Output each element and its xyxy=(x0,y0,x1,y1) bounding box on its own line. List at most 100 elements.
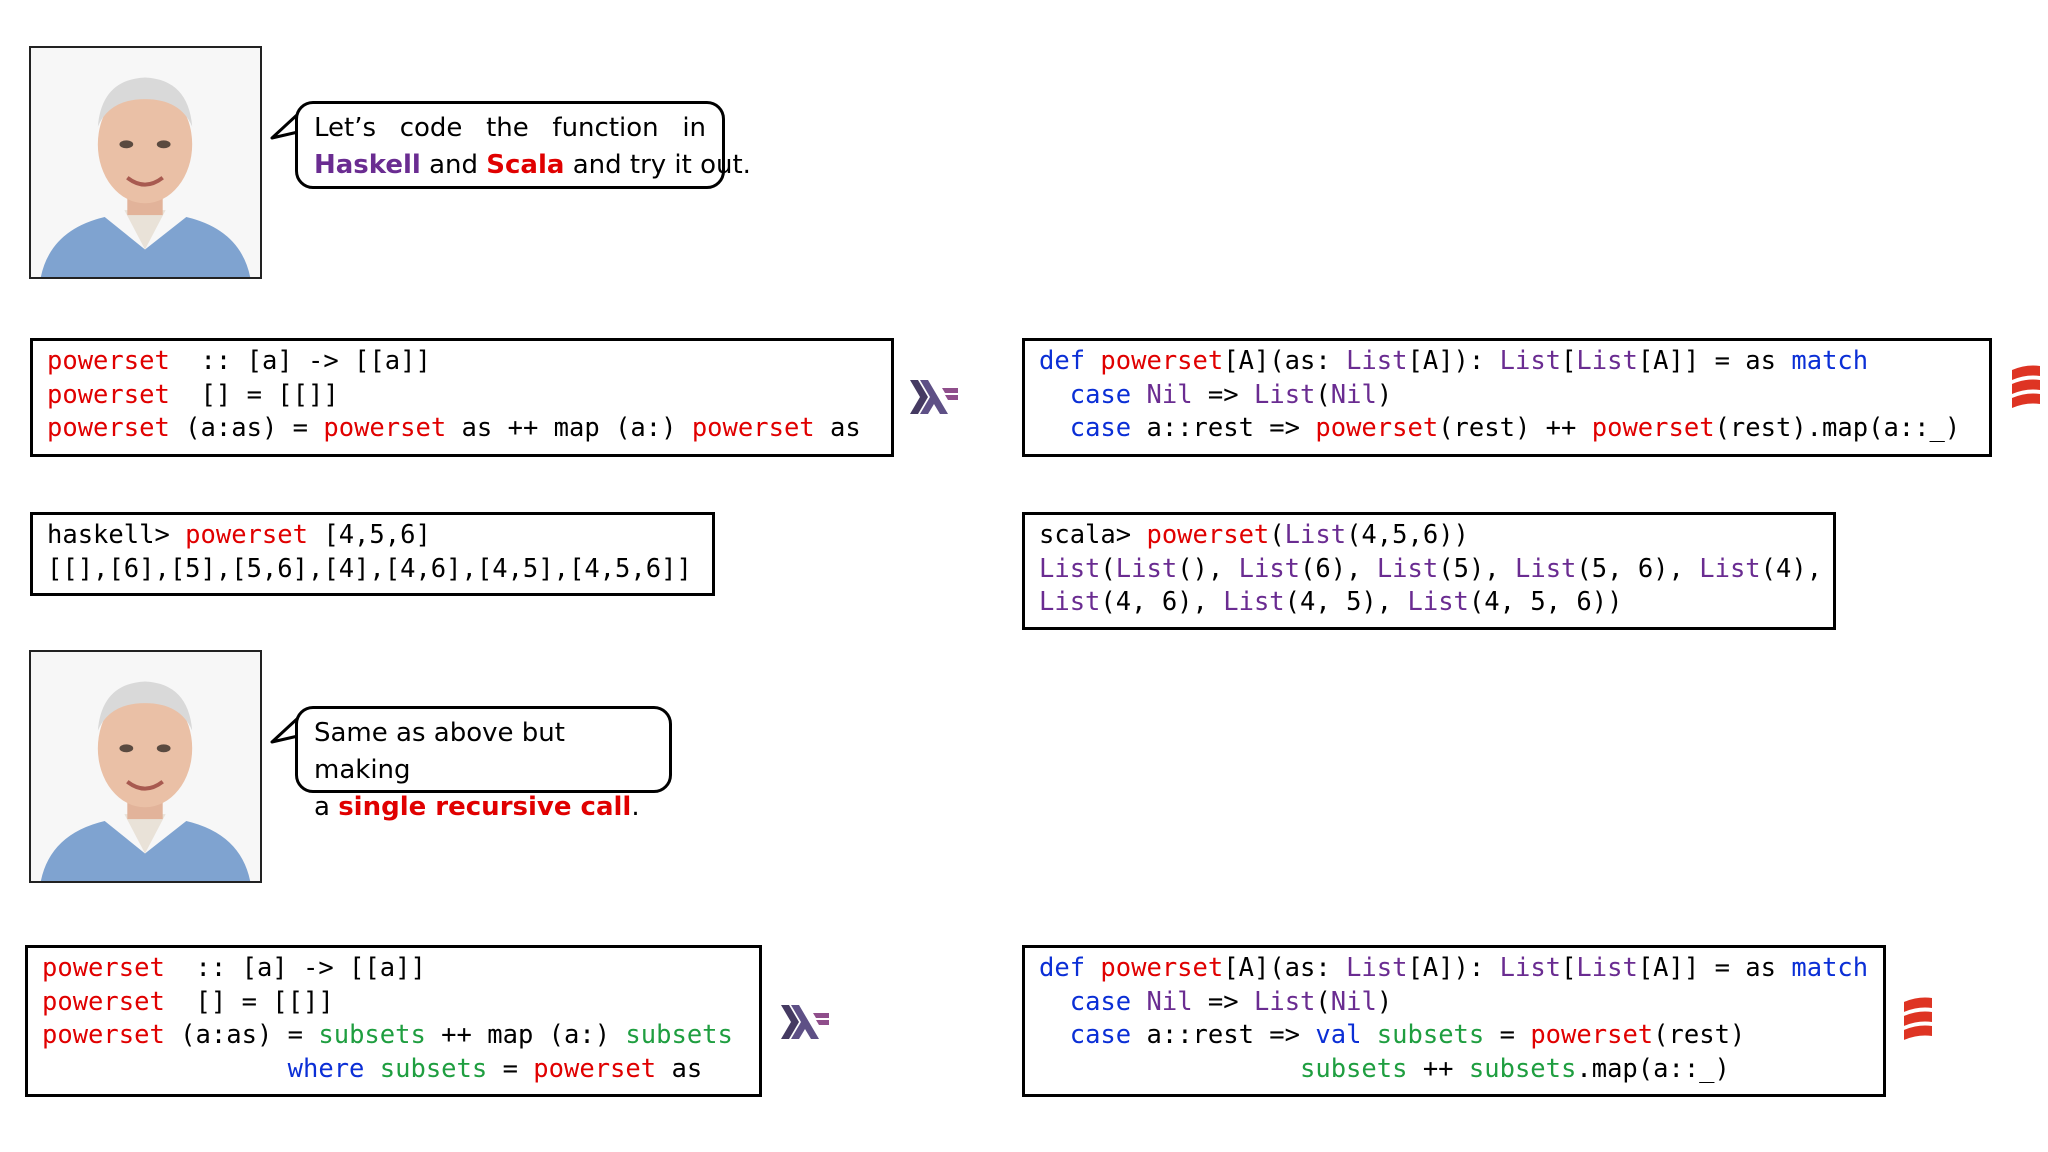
code-token: List xyxy=(1039,553,1101,584)
haskell-logo-icon xyxy=(910,380,958,414)
code-token: powerset xyxy=(1100,346,1224,376)
author-portrait-image xyxy=(31,652,260,881)
code-token: ( xyxy=(1100,553,1116,584)
code-line: case Nil => List(Nil) xyxy=(1039,986,1869,1020)
code-token: powerset xyxy=(1591,413,1715,443)
code-token: List xyxy=(1115,553,1178,584)
code-line: subsets ++ subsets.map(a::_) xyxy=(1039,1053,1869,1087)
code-token: powerset xyxy=(42,986,165,1017)
code-token: powerset xyxy=(42,953,165,983)
code-token: List xyxy=(1699,553,1761,584)
code-token: as xyxy=(656,1053,703,1084)
code-token xyxy=(364,1054,379,1084)
code-token: powerset xyxy=(47,346,170,376)
code-token: ) xyxy=(1376,379,1393,410)
code-token: (4, 5, 6)) xyxy=(1468,587,1623,617)
code-token: val xyxy=(1315,1020,1362,1050)
code-token: as ++ map (a:) xyxy=(446,413,692,443)
haskell-powerset-single-call: powerset :: [a] -> [[a]]powerset [] = [[… xyxy=(25,945,762,1097)
code-line: powerset [] = [[]] xyxy=(47,379,877,413)
code-token xyxy=(1131,987,1146,1017)
scala-powerset-single-call: def powerset[A](as: List[A]): List[List[… xyxy=(1022,945,1886,1097)
code-token: case xyxy=(1069,1020,1132,1050)
code-token: (4), xyxy=(1760,553,1823,584)
code-token xyxy=(1039,987,1070,1017)
code-token: scala> xyxy=(1039,520,1147,550)
code-token xyxy=(1039,380,1070,410)
scala-logo-icon xyxy=(1904,997,1932,1040)
code-token: [A]): xyxy=(1407,346,1500,376)
code-token: List xyxy=(1576,346,1638,376)
code-token: [4,5,6] xyxy=(308,520,431,550)
code-token: [A]): xyxy=(1407,953,1500,983)
scala-repl-session: scala> powerset(List(4,5,6))List(List(),… xyxy=(1022,512,1836,630)
code-token: powerset xyxy=(1146,520,1270,550)
scala-powerset-definition: def powerset[A](as: List[A]): List[List[… xyxy=(1022,338,1992,457)
code-token: ++ map (a:) xyxy=(425,1020,626,1050)
code-line: powerset (a:as) = powerset as ++ map (a:… xyxy=(47,412,877,446)
code-token: case xyxy=(1069,986,1132,1017)
code-token: List xyxy=(1238,553,1301,584)
code-token: [A]] = as xyxy=(1637,953,1792,983)
code-token: .map(a::_) xyxy=(1576,1053,1730,1084)
speech-bubble-tail xyxy=(270,716,300,744)
code-token: List xyxy=(1515,553,1577,584)
code-token: = xyxy=(1484,1020,1531,1050)
code-token: ( xyxy=(1269,520,1285,550)
code-token: List xyxy=(1499,953,1562,983)
code-token: (rest).map(a::_) xyxy=(1714,413,1961,443)
code-token: subsets xyxy=(625,1020,733,1050)
code-token: :: [a] -> [[a]] xyxy=(164,953,426,983)
code-token: => xyxy=(1192,986,1254,1017)
speech-bubble-intro: Let’s code the function in Haskell and S… xyxy=(295,101,751,189)
code-token: (a:as) = xyxy=(164,1020,319,1050)
code-token: powerset xyxy=(1100,953,1224,983)
code-token: [A]] = as xyxy=(1637,346,1792,376)
code-line: case Nil => List(Nil) xyxy=(1039,379,1975,413)
code-token: (a:as) = xyxy=(169,413,324,443)
code-line: scala> powerset(List(4,5,6)) xyxy=(1039,519,1819,553)
code-token: haskell> xyxy=(47,520,186,550)
code-token xyxy=(1039,413,1070,443)
haskell-repl-session: haskell> powerset [4,5,6][[],[6],[5],[5,… xyxy=(30,512,715,596)
code-token: List xyxy=(1376,553,1439,584)
code-token: (5, 6), xyxy=(1576,553,1700,584)
code-token: subsets xyxy=(318,1020,426,1050)
speech-bubble-single-call: Same as above but making a single recurs… xyxy=(295,706,672,822)
code-token: (5), xyxy=(1438,553,1515,584)
code-token: powerset xyxy=(47,379,170,410)
code-line: List(List(), List(6), List(5), List(5, 6… xyxy=(1039,553,1823,587)
code-token: case xyxy=(1069,413,1132,443)
code-token: subsets xyxy=(1300,1053,1408,1084)
code-token: ) xyxy=(1376,986,1393,1017)
code-token: (6), xyxy=(1300,553,1377,584)
code-line: [[],[6],[5],[5,6],[4],[4,6],[4,5],[4,5,6… xyxy=(47,553,698,587)
code-token xyxy=(1085,346,1100,376)
code-token: where xyxy=(287,1053,365,1084)
code-token: List xyxy=(1346,953,1408,983)
code-token: [] = [[]] xyxy=(164,986,334,1017)
code-token: ( xyxy=(1315,379,1331,410)
code-token: => xyxy=(1192,379,1254,410)
intro-line-2: Haskell and Scala and try it out. xyxy=(314,150,751,180)
code-token: (4, 5), xyxy=(1284,587,1408,617)
code-token: Nil xyxy=(1146,379,1193,410)
code-token: def xyxy=(1039,953,1086,983)
code-token xyxy=(1039,1054,1300,1084)
code-token xyxy=(42,1054,288,1084)
code-token: [A](as: xyxy=(1223,953,1347,983)
code-token: (), xyxy=(1177,553,1239,584)
code-token: (4,5,6)) xyxy=(1346,520,1469,550)
code-token: powerset xyxy=(1530,1020,1654,1050)
code-token: powerset xyxy=(691,413,815,443)
code-line: powerset (a:as) = subsets ++ map (a:) su… xyxy=(42,1019,745,1053)
code-token: [[],[6],[5],[5,6],[4],[4,6],[4,5],[4,5,6… xyxy=(47,553,692,584)
code-token: List xyxy=(1253,379,1316,410)
code-token: List xyxy=(1039,587,1101,617)
code-token: List xyxy=(1284,520,1347,550)
author-portrait xyxy=(29,46,262,279)
code-token: powerset xyxy=(323,413,447,443)
code-line: def powerset[A](as: List[A]): List[List[… xyxy=(1039,345,1975,379)
code-line: def powerset[A](as: List[A]): List[List[… xyxy=(1039,952,1869,986)
single-recursive-call-highlight: single recursive call xyxy=(338,792,632,822)
